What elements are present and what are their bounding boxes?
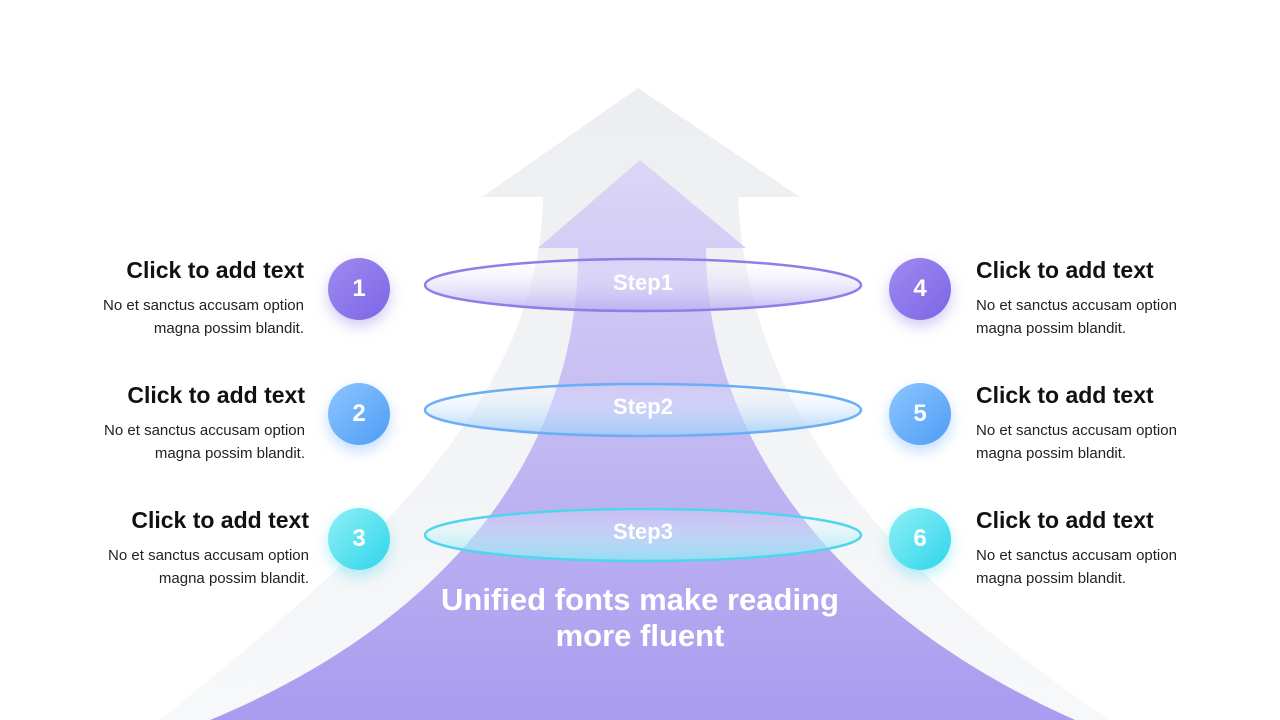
number-badge-2: 2	[328, 383, 390, 445]
item-title: Click to add text	[126, 257, 304, 283]
number-badge-5: 5	[889, 383, 951, 445]
step-ring-1	[423, 257, 863, 313]
number-badge-3: 3	[328, 508, 390, 570]
step-label-2: Step2	[613, 394, 673, 419]
item-title: Click to add text	[976, 382, 1154, 408]
item-body: No et sanctus accusam option magna possi…	[103, 297, 304, 337]
item-title: Click to add text	[976, 257, 1154, 283]
item-title: Click to add text	[131, 507, 309, 533]
step-ring-2	[423, 382, 863, 438]
step-label-1: Step1	[613, 270, 673, 295]
tagline: Unified fonts make reading more fluent	[441, 582, 839, 653]
item-body: No et sanctus accusam option magna possi…	[108, 547, 309, 587]
number-badge-1: 1	[328, 258, 390, 320]
text-item-6[interactable]: Click to add text No et sanctus accusam …	[976, 506, 1186, 590]
main-arrow	[210, 160, 1075, 720]
step-ring-3	[423, 507, 863, 563]
item-body: No et sanctus accusam option magna possi…	[976, 297, 1177, 337]
text-item-5[interactable]: Click to add text No et sanctus accusam …	[976, 381, 1186, 465]
text-item-3[interactable]: Click to add text No et sanctus accusam …	[99, 506, 309, 590]
text-item-1[interactable]: Click to add text No et sanctus accusam …	[94, 256, 304, 340]
item-title: Click to add text	[127, 382, 305, 408]
number-badge-6: 6	[889, 508, 951, 570]
text-item-2[interactable]: Click to add text No et sanctus accusam …	[95, 381, 305, 465]
item-body: No et sanctus accusam option magna possi…	[104, 422, 305, 462]
item-body: No et sanctus accusam option magna possi…	[976, 547, 1177, 587]
item-body: No et sanctus accusam option magna possi…	[976, 422, 1177, 462]
step-label-3: Step3	[613, 519, 673, 544]
item-title: Click to add text	[976, 507, 1154, 533]
text-item-4[interactable]: Click to add text No et sanctus accusam …	[976, 256, 1186, 340]
number-badge-4: 4	[889, 258, 951, 320]
